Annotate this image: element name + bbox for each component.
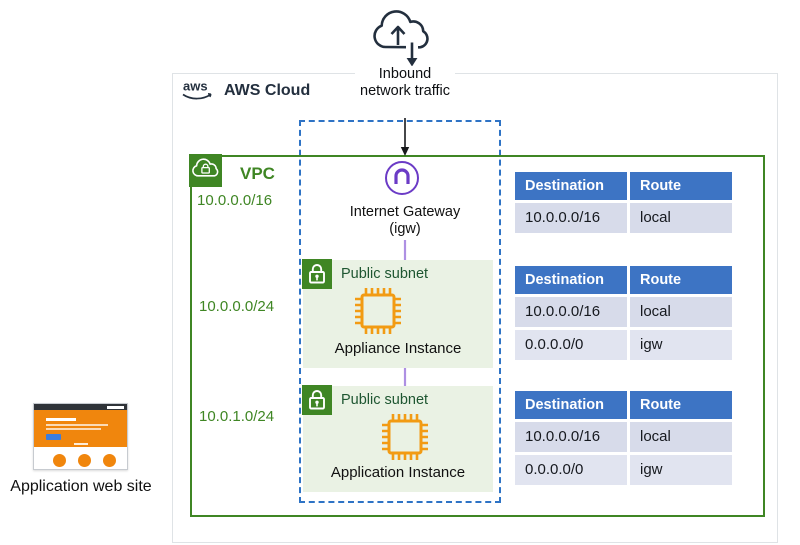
- vpc-icon: [189, 154, 222, 187]
- internet-gateway-icon: [385, 161, 419, 195]
- traffic-path-outline: [299, 120, 501, 503]
- column-header: Destination: [515, 266, 627, 294]
- route-table-vpc: Destination Route 10.0.0.0/16 local: [515, 172, 732, 233]
- inbound-traffic-label: Inbound network traffic: [355, 66, 455, 101]
- table-cell: local: [630, 297, 732, 327]
- browser-search-box: [107, 405, 124, 409]
- appliance-instance-chip-icon: [355, 288, 401, 334]
- website-hero: [34, 410, 127, 447]
- website-thumbnail: [33, 403, 128, 470]
- table-cell: 10.0.0.0/16: [515, 422, 627, 452]
- internet-gateway-alias: (igw): [389, 221, 421, 237]
- inbound-arrow-icon: [400, 118, 410, 156]
- table-cell: 0.0.0.0/0: [515, 330, 627, 360]
- column-header: Destination: [515, 391, 627, 419]
- hero-dots: [74, 443, 88, 445]
- gateway-glyph-icon: [394, 168, 410, 184]
- application-instance-chip-icon: [382, 414, 428, 460]
- hero-headline: [46, 418, 76, 421]
- vpc-cidr-label: 10.0.0.0/16: [197, 192, 273, 209]
- aws-logo-text: aws: [183, 79, 208, 94]
- hero-text-line: [46, 424, 108, 426]
- appliance-instance-label: Appliance Instance: [334, 340, 462, 357]
- subnet-lock-icon: [302, 385, 332, 415]
- table-cell: igw: [630, 455, 732, 485]
- column-header: Route: [630, 391, 732, 419]
- vpc-container: [190, 155, 765, 517]
- public-subnet-2: [303, 386, 493, 492]
- aws-cloud-title: AWS Cloud: [224, 82, 311, 99]
- route-table-subnet2: Destination Route 10.0.0.0/16 local 0.0.…: [515, 391, 732, 485]
- table-cell: igw: [630, 330, 732, 360]
- internet-gateway-label: Internet Gateway: [349, 204, 461, 220]
- subnet2-label: Public subnet: [341, 392, 429, 408]
- aws-logo-icon: aws: [182, 79, 212, 100]
- feature-circle: [78, 454, 91, 467]
- subnet-lock-icon: [302, 259, 332, 289]
- table-cell: 10.0.0.0/16: [515, 297, 627, 327]
- subnet2-cidr-label: 10.0.1.0/24: [199, 408, 275, 425]
- table-cell: 0.0.0.0/0: [515, 455, 627, 485]
- website-label: Application web site: [10, 478, 152, 495]
- table-cell: 10.0.0.0/16: [515, 203, 627, 233]
- route-table-subnet1: Destination Route 10.0.0.0/16 local 0.0.…: [515, 266, 732, 360]
- feature-circle: [103, 454, 116, 467]
- browser-navbar: [34, 404, 127, 410]
- internet-cloud-icon: [373, 10, 429, 67]
- aws-cloud-container: [172, 73, 778, 543]
- feature-circle: [53, 454, 66, 467]
- table-cell: local: [630, 422, 732, 452]
- hero-text-line: [46, 428, 101, 430]
- hero-button: [46, 434, 61, 440]
- column-header: Destination: [515, 172, 627, 200]
- subnet1-cidr-label: 10.0.0.0/24: [199, 298, 275, 315]
- subnet1-label: Public subnet: [341, 266, 429, 282]
- column-header: Route: [630, 266, 732, 294]
- public-subnet-1: [303, 260, 493, 368]
- table-cell: local: [630, 203, 732, 233]
- application-instance-label: Application Instance: [330, 464, 466, 481]
- vpc-title: VPC: [240, 164, 275, 183]
- column-header: Route: [630, 172, 732, 200]
